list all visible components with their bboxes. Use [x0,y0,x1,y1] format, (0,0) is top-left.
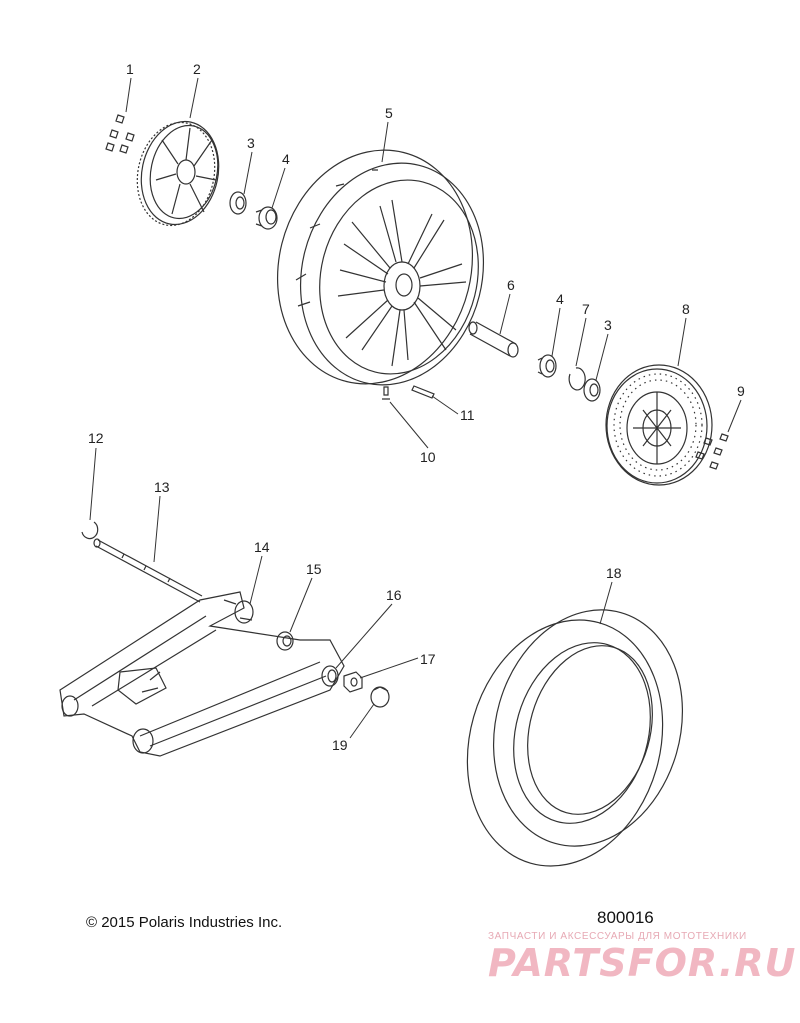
part-4-bearing-upper [255,206,278,230]
watermark-logo: PARTSFOR.RU [488,941,797,985]
part-16-washer [321,665,339,687]
part-12-clip [81,521,99,540]
callout-15: 15 [306,561,322,577]
callout-labels: 1 2 3 4 5 3 4 6 7 8 9 10 11 12 13 14 15 … [88,61,745,753]
part-1-bolts [105,114,135,154]
part-4-bearing-lower [537,354,557,378]
callout-5: 5 [385,105,393,121]
callout-6: 6 [507,277,515,293]
part-8-brake-disc [605,364,713,486]
callout-14: 14 [254,539,270,555]
callout-8: 8 [682,301,690,317]
callout-13: 13 [154,479,170,495]
callout-18: 18 [606,565,622,581]
part-3-seal-lower [583,378,601,402]
part-6-spacer [468,321,519,358]
part-7-retaining-ring [568,367,586,391]
part-17-nut [343,671,363,693]
part-18-tire [466,609,684,867]
callout-16: 16 [386,587,402,603]
part-13-pivot-shaft [93,538,203,603]
part-9-disc-bolts [695,433,729,470]
callout-17: 17 [420,651,436,667]
copyright-notice: © 2015 Polaris Industries Inc. [86,914,283,931]
leader-lines [89,77,742,739]
part-11-key [411,385,435,399]
callout-1: 1 [126,61,134,77]
callout-10: 10 [420,449,436,465]
callout-19: 19 [332,737,348,753]
part-19-cap [370,686,390,708]
watermark-tagline: ЗАПЧАСТИ И АКСЕССУАРЫ ДЛЯ МОТОТЕХНИКИ [488,931,747,942]
part-3-seal-upper [229,191,247,215]
part-2-sprocket [136,120,220,227]
callout-12: 12 [88,430,104,446]
callout-4-lower: 4 [556,291,564,307]
callout-2: 2 [193,61,201,77]
part-15-bushing [276,631,294,651]
callout-3-lower: 3 [604,317,612,333]
callout-7: 7 [582,301,590,317]
swingarm [59,591,345,757]
part-5-wheel [276,149,485,386]
part-10-valve-stem [382,386,390,400]
callout-9: 9 [737,383,745,399]
callout-4-upper: 4 [282,151,290,167]
callout-3-upper: 3 [247,135,255,151]
part-14-bushing [223,599,254,624]
document-number: 800016 [597,908,654,927]
callout-11: 11 [460,407,475,423]
